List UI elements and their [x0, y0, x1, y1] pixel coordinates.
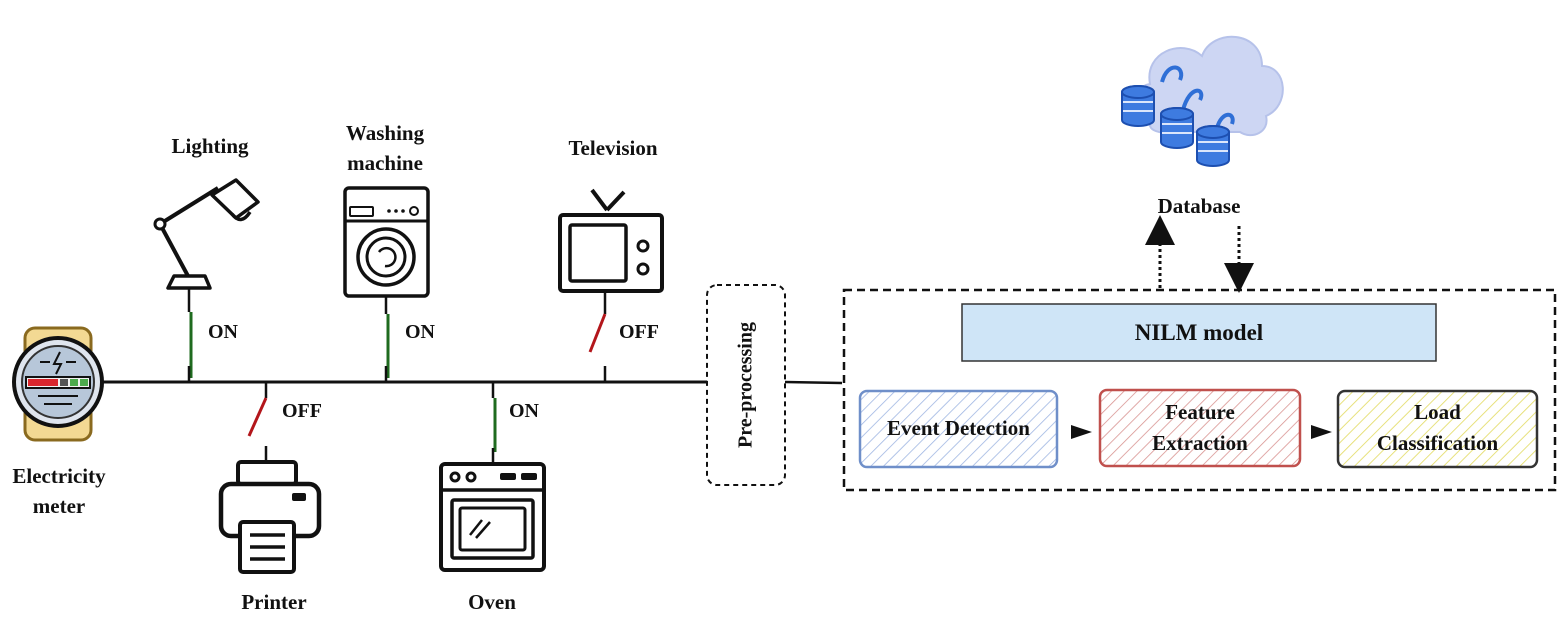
- television-state: OFF: [619, 321, 659, 343]
- nilm-container: [842, 288, 1557, 492]
- oven-icon: [439, 462, 546, 572]
- load-classification-line2: Classification: [1376, 431, 1499, 455]
- lighting-state: ON: [208, 321, 238, 343]
- preprocessing-to-nilm-line: [784, 380, 843, 385]
- printer-icon: [218, 460, 322, 574]
- oven-switch[interactable]: [491, 382, 497, 463]
- lamp-icon: [153, 178, 260, 290]
- oven-label: Oven: [468, 590, 516, 614]
- printer-switch[interactable]: [247, 382, 268, 462]
- washing-machine-switch[interactable]: [384, 296, 390, 382]
- lighting-switch[interactable]: [187, 288, 193, 382]
- lighting-label: Lighting: [171, 134, 249, 158]
- feature-extraction-label: Feature Extraction: [1100, 397, 1300, 459]
- meter-label-line2: meter: [32, 494, 86, 518]
- feature-extraction-line1: Feature: [1165, 400, 1235, 424]
- television-icon: [558, 188, 664, 293]
- event-detection-box: [858, 389, 1059, 469]
- database-cloud-icon: [1121, 35, 1284, 167]
- television-switch[interactable]: [588, 291, 607, 382]
- washing-machine-state: ON: [405, 321, 435, 343]
- nilm-model-title: NILM model: [1134, 320, 1264, 345]
- load-classification-line1: Load: [1414, 400, 1461, 424]
- nilm-model-bar: [961, 303, 1437, 362]
- meter-label: Electricity meter: [0, 461, 118, 521]
- washing-label-line1: Washing: [345, 121, 425, 145]
- database-label: Database: [1157, 194, 1241, 218]
- washing-machine-label: Washing machine: [320, 118, 450, 178]
- event-detection-text: Event Detection: [887, 416, 1030, 440]
- meter-label-line1: Electricity: [12, 464, 106, 488]
- preprocessing-label: Pre-processing: [734, 322, 757, 448]
- printer-state: OFF: [282, 400, 322, 422]
- electricity-meter-icon: [12, 326, 104, 442]
- load-classification-box: [1336, 389, 1539, 469]
- arrow-event-to-feature: [1071, 425, 1092, 439]
- feature-extraction-box: [1098, 388, 1302, 468]
- event-detection-label: Event Detection: [860, 413, 1057, 444]
- washing-label-line2: machine: [347, 151, 423, 175]
- preprocessing-box: [706, 284, 786, 486]
- printer-label: Printer: [241, 590, 307, 614]
- feature-extraction-line2: Extraction: [1152, 431, 1248, 455]
- oven-state: ON: [509, 400, 539, 422]
- washing-machine-icon: [343, 186, 430, 298]
- arrow-feature-to-load: [1311, 425, 1332, 439]
- load-classification-label: Load Classification: [1338, 397, 1537, 459]
- television-label: Television: [568, 136, 658, 160]
